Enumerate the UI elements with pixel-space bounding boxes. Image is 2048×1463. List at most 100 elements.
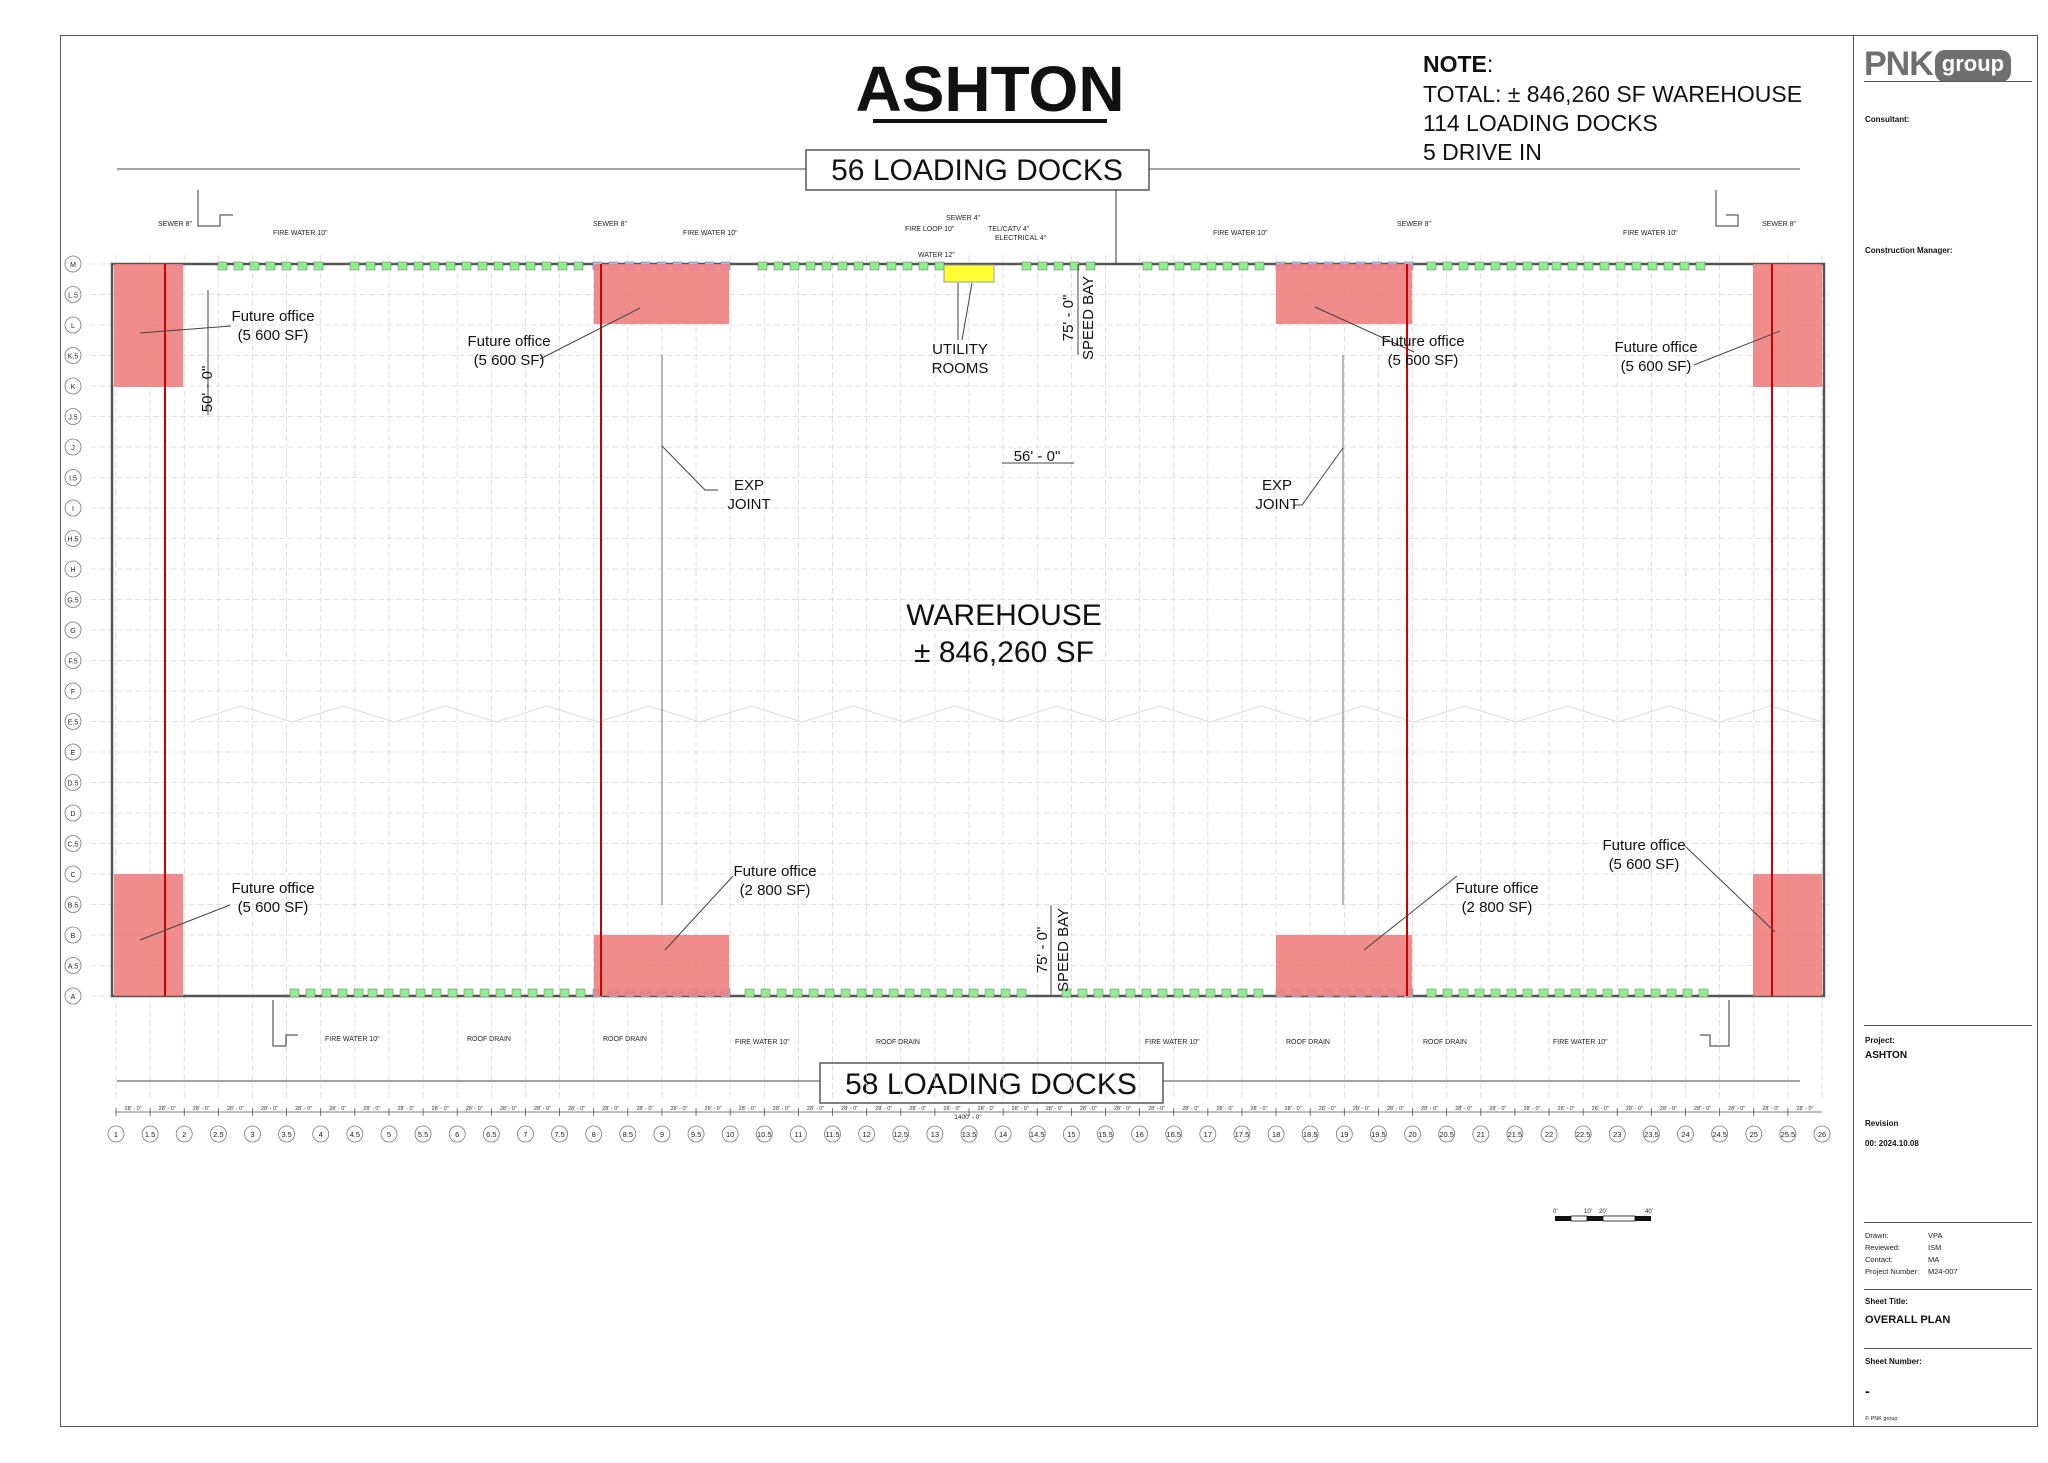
column-bubble-label: 2.5: [213, 1130, 223, 1139]
row-bubble-label: C.5: [68, 842, 79, 849]
bay-dimension-label: 28' - 0": [1353, 1106, 1370, 1112]
loading-dock-door: [289, 988, 300, 998]
loading-dock-door: [1522, 988, 1533, 998]
loading-dock-door: [1141, 988, 1152, 998]
drive-in-markers: [197, 190, 1739, 1047]
loading-dock-door: [1016, 988, 1027, 998]
loading-dock-door: [511, 988, 522, 998]
row-bubble: [64, 652, 82, 669]
loading-dock-door: [773, 261, 784, 271]
loading-dock-door: [1142, 261, 1153, 271]
bay-dimension-label: 28' - 0": [943, 1106, 960, 1112]
loading-dock-door: [349, 261, 360, 271]
contact-value: MA: [1928, 1255, 1940, 1264]
project-number-label: Project Number:: [1865, 1267, 1920, 1276]
column-bubble: [824, 1125, 841, 1143]
column-bubble: [858, 1125, 876, 1143]
loading-dock-door: [557, 261, 568, 271]
scale-bar: 0' 10' 20' 40': [1553, 1209, 1653, 1222]
speed-bay-top-label: SPEED BAY: [1080, 276, 1097, 360]
loading-dock-door: [1679, 261, 1690, 271]
loading-dock-door: [1698, 988, 1709, 998]
column-bubble: [1404, 1125, 1421, 1143]
bservice-roof-drain-1: ROOF DRAIN: [467, 1036, 511, 1043]
office-block-se: [1753, 874, 1822, 996]
row-bubble: [64, 743, 82, 761]
loading-dock-door: [936, 988, 947, 998]
row-bubble: [64, 469, 82, 486]
loading-dock-door: [1650, 988, 1661, 998]
total-dim-label: 1400' - 0": [954, 1114, 982, 1121]
column-bubble-label: 25.5: [1781, 1130, 1796, 1139]
column-bubble-label: 25: [1750, 1130, 1758, 1139]
service-water-12: WATER 12": [918, 252, 955, 259]
roof-slope-marker: [903, 705, 1007, 723]
logo-pnk-text: PNK: [1864, 45, 1934, 83]
construction-manager-label: Construction Manager:: [1865, 246, 1953, 255]
loading-dock-door: [886, 261, 897, 271]
service-sewer-8-2: SEWER 8": [593, 221, 628, 228]
office-label-ne-line2: (5 600 SF): [1621, 358, 1692, 375]
loading-dock-door: [1426, 988, 1437, 998]
building-outline: [110, 262, 1826, 998]
service-sewer-4: SEWER 4": [946, 215, 981, 222]
loading-dock-door: [1506, 261, 1517, 271]
drawn-label: Drawn:: [1865, 1231, 1889, 1240]
column-bubble: [1540, 1125, 1558, 1143]
reviewed-value: ISM: [1928, 1243, 1942, 1252]
roof-slope-marker: [1107, 705, 1211, 723]
row-bubble-label: K.5: [68, 354, 79, 361]
loading-dock-door: [575, 988, 586, 998]
column-bubble-label: 23.5: [1644, 1130, 1659, 1139]
column-bubble-label: 3.5: [281, 1130, 291, 1139]
loading-dock-door: [559, 988, 570, 998]
bay-dimension-label: 28' - 0": [670, 1106, 687, 1112]
service-electrical: ELECTRICAL 4": [995, 235, 1047, 242]
column-bubble-label: 22.5: [1576, 1130, 1591, 1139]
row-bubble: [64, 591, 82, 608]
loading-dock-door: [477, 261, 488, 271]
loading-dock-door: [493, 261, 504, 271]
row-bubble-label: I.5: [69, 476, 77, 483]
loading-dock-door: [1190, 261, 1201, 271]
column-bubble-label: 14.5: [1030, 1130, 1045, 1139]
office-block-s-right: [1276, 935, 1412, 996]
column-bubble-label: 10: [726, 1130, 734, 1139]
column-bubble: [1062, 1125, 1080, 1143]
loading-dock-door: [1069, 261, 1080, 271]
contact-label: Contact:: [1865, 1255, 1893, 1264]
column-bubble-label: 11: [795, 1130, 803, 1139]
loading-dock-door: [869, 261, 880, 271]
row-bubble: [64, 621, 82, 639]
column-bubble-label: 2: [182, 1130, 186, 1139]
bservice-roof-drain-2: ROOF DRAIN: [603, 1036, 647, 1043]
loading-dock-door: [952, 988, 963, 998]
bay-dimension-label: 28' - 0": [159, 1106, 176, 1112]
column-bubble-label: 8.5: [623, 1130, 633, 1139]
column-bubble: [312, 1125, 330, 1143]
project-number-value: M24-007: [1928, 1267, 1958, 1276]
loading-dock-door: [265, 261, 276, 271]
loading-dock-door: [1695, 261, 1706, 271]
loading-dock-door: [1053, 261, 1064, 271]
column-bubble: [1335, 1125, 1353, 1143]
row-bubble: [64, 774, 82, 791]
loading-dock-door: [1567, 261, 1578, 271]
row-grid-bubbles: ML.5LK.5KJ.5JI.5IH.5HG.5GF.5FE.5ED.5DC.5…: [64, 255, 82, 1005]
loading-dock-door: [1522, 261, 1533, 271]
bay-dimension-label: 28' - 0": [705, 1106, 722, 1112]
sheet-number-rule: [1864, 1348, 2032, 1349]
office-block-nw: [114, 264, 183, 387]
loading-dock-door: [1551, 261, 1562, 271]
title-block: [1854, 35, 2038, 1427]
loading-dock-door: [381, 261, 392, 271]
loading-dock-door: [1663, 261, 1674, 271]
loading-dock-door: [367, 988, 378, 998]
top-docks-label: 56 LOADING DOCKS: [831, 154, 1123, 187]
column-bubble-label: 23: [1613, 1130, 1621, 1139]
loading-dock-door: [1021, 261, 1032, 271]
copyright-text: © PNK group: [1865, 1416, 1898, 1422]
loading-dock-door: [573, 261, 584, 271]
drawn-value: VPA: [1928, 1231, 1943, 1240]
column-bubble-label: 20.5: [1439, 1130, 1454, 1139]
